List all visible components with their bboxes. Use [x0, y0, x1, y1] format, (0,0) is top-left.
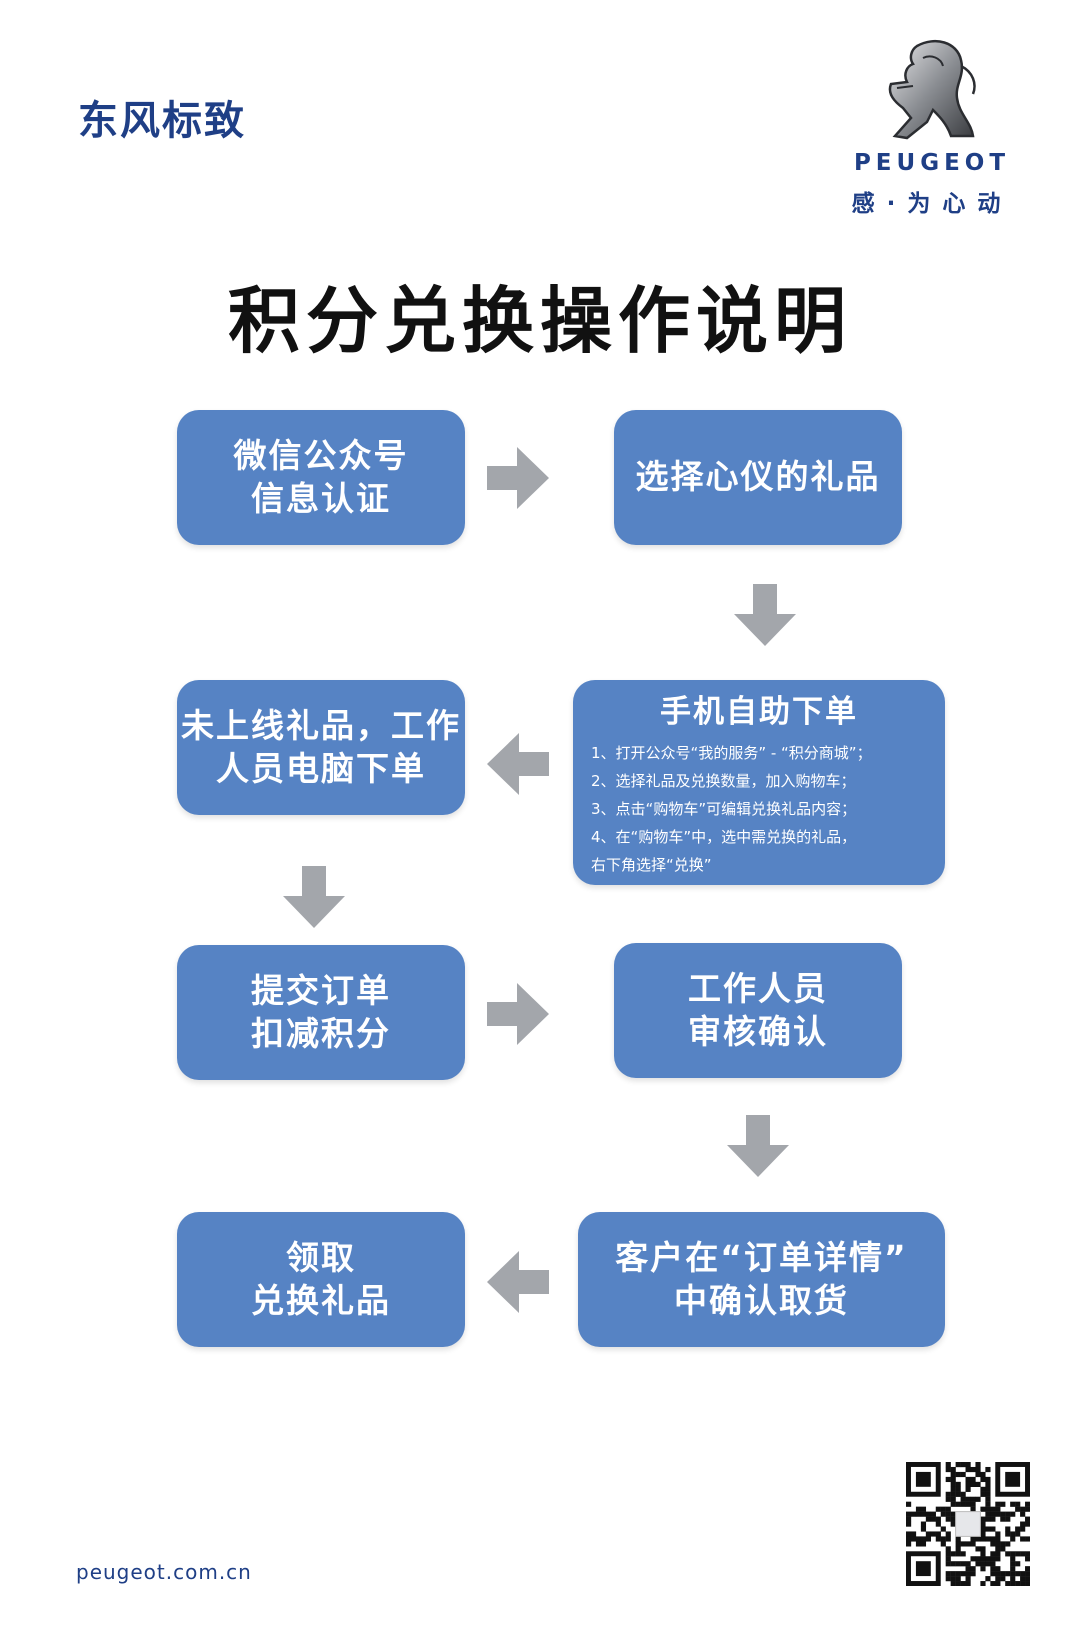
- instruction-item: 2、选择礼品及兑换数量，加入购物车；: [591, 772, 856, 790]
- step-wechat-auth: 微信公众号 信息认证: [177, 410, 465, 545]
- lion-emblem-icon: [888, 40, 976, 140]
- step-label: 领取 兑换礼品: [251, 1238, 391, 1320]
- step-submit-order: 提交订单 扣减积分: [177, 945, 465, 1080]
- arrow-left-icon: [487, 1251, 549, 1313]
- peugeot-logo: PEUGEOT 感·为心动: [832, 36, 1032, 218]
- step-label: 客户在“订单详情” 中确认取货: [615, 1238, 908, 1320]
- step-staff-review: 工作人员 审核确认: [614, 943, 902, 1078]
- instruction-item: 1、打开公众号“我的服务” - “积分商城”；: [591, 744, 872, 762]
- arrow-down-icon: [727, 1115, 789, 1177]
- step-mobile-order: 手机自助下单 1、打开公众号“我的服务” - “积分商城”； 2、选择礼品及兑换…: [573, 680, 945, 885]
- website-url: peugeot.com.cn: [76, 1560, 252, 1584]
- step-receive-gift: 领取 兑换礼品: [177, 1212, 465, 1347]
- page-title: 积分兑换操作说明: [227, 278, 852, 363]
- step-label: 选择心仪的礼品: [635, 457, 881, 497]
- brand-name-en: PEUGEOT: [853, 150, 1011, 176]
- arrow-down-icon: [734, 584, 796, 646]
- step-confirm-pickup: 客户在“订单详情” 中确认取货: [578, 1212, 945, 1347]
- brand-name-cn: 东风标致: [78, 98, 246, 144]
- instruction-item: 3、点击“购物车”可编辑兑换礼品内容；: [591, 800, 857, 818]
- brand-slogan: 感·为心动: [851, 191, 1013, 217]
- step-title: 手机自助下单: [660, 694, 858, 730]
- step-choose-gift: 选择心仪的礼品: [614, 410, 902, 545]
- step-label: 工作人员 审核确认: [688, 969, 828, 1051]
- arrow-left-icon: [487, 733, 549, 795]
- qr-code: [906, 1462, 1031, 1587]
- step-label: 未上线礼品，工作 人员电脑下单: [181, 706, 461, 788]
- arrow-down-icon: [283, 866, 345, 928]
- step-label: 微信公众号 信息认证: [233, 436, 409, 518]
- instruction-item: 4、在“购物车”中，选中需兑换的礼品， 右下角选择“兑换”: [591, 828, 857, 874]
- arrow-right-icon: [487, 983, 549, 1045]
- arrow-right-icon: [487, 447, 549, 509]
- step-staff-order: 未上线礼品，工作 人员电脑下单: [177, 680, 465, 815]
- step-label: 提交订单 扣减积分: [251, 971, 391, 1053]
- instruction-list: 1、打开公众号“我的服务” - “积分商城”； 2、选择礼品及兑换数量，加入购物…: [573, 739, 945, 879]
